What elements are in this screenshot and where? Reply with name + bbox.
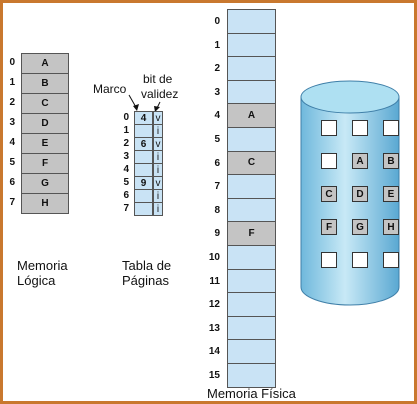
page-table-valid-bit: i (153, 189, 163, 203)
disk-block (383, 252, 399, 268)
disk-block: C (321, 186, 337, 202)
physical-frame (227, 292, 276, 317)
physical-frame (227, 9, 276, 34)
physical-index: 6 (214, 157, 220, 169)
disk-block (352, 120, 368, 136)
logical-index: 5 (9, 157, 15, 168)
page-table-index: 6 (123, 190, 129, 201)
disk-block: G (352, 219, 368, 235)
disk-block (383, 120, 399, 136)
physical-frame (227, 245, 276, 270)
physical-index: 14 (208, 346, 220, 358)
valid-bit-header-1: bit de (143, 72, 173, 86)
physical-frame (227, 315, 276, 341)
logical-memory-caption-1: Memoria (17, 258, 68, 273)
physical-frame: F (227, 221, 276, 246)
disk-block: H (383, 219, 399, 235)
page-table-valid-bit: i (153, 202, 163, 216)
physical-index: 1 (214, 39, 220, 51)
frame-arrowhead (133, 104, 139, 111)
logical-page: H (21, 193, 69, 214)
page-table-index: 3 (123, 151, 129, 162)
physical-index: 4 (214, 110, 220, 122)
logical-index: 4 (9, 137, 15, 148)
page-table-index: 0 (123, 112, 129, 123)
physical-index: 8 (214, 204, 220, 216)
disk-block (321, 120, 337, 136)
physical-index: 10 (208, 252, 220, 263)
physical-index: 2 (214, 63, 220, 75)
physical-frame (227, 32, 276, 58)
frame-header: Marco (93, 82, 127, 96)
physical-frame (227, 174, 276, 199)
physical-frame: A (227, 103, 276, 128)
logical-index: 6 (9, 177, 15, 188)
physical-index: 9 (214, 228, 220, 240)
page-table-valid-bit: v (153, 111, 163, 125)
disk-block: D (352, 186, 368, 202)
physical-index: 3 (214, 86, 220, 98)
physical-index: 12 (208, 299, 220, 311)
physical-index: 11 (209, 275, 220, 287)
logical-index: 1 (9, 77, 15, 88)
disk-block: B (383, 153, 399, 169)
page-table-index: 4 (123, 164, 129, 175)
valid-bit-header-2: validez (141, 87, 179, 101)
physical-frame (227, 127, 276, 152)
logical-index: 3 (9, 117, 15, 128)
page-table-valid-bit: v (153, 176, 163, 190)
page-table-valid-bit: i (153, 124, 163, 138)
page-table-caption-1: Tabla de (122, 258, 172, 273)
physical-index: 0 (214, 16, 220, 27)
valid-arrowhead (154, 106, 160, 112)
logical-index: 7 (9, 197, 15, 208)
page-table-frame (134, 150, 153, 164)
physical-index: 7 (214, 181, 220, 193)
page-table-index: 5 (123, 177, 129, 188)
physical-frame: C (227, 150, 276, 176)
physical-memory-caption: Memoria Física (207, 386, 296, 401)
page-table-caption-2: Páginas (122, 273, 169, 288)
physical-frame (227, 197, 276, 223)
disk-block (321, 153, 337, 169)
page-table-valid-bit: i (153, 150, 163, 164)
logical-page: A (21, 53, 69, 74)
physical-frame (227, 363, 276, 388)
physical-frame (227, 339, 276, 364)
page-table-frame (134, 189, 153, 203)
physical-index: 15 (208, 370, 220, 381)
page-table-frame (134, 163, 153, 177)
disk-block: F (321, 219, 337, 235)
page-table-frame: 6 (134, 137, 153, 151)
disk-block (321, 252, 337, 268)
page-table-index: 1 (123, 125, 129, 136)
header-arrows (128, 94, 161, 112)
disk-block: E (383, 186, 399, 202)
logical-index: 2 (9, 97, 15, 108)
disk-block: A (352, 153, 368, 169)
page-table-frame (134, 202, 153, 216)
logical-memory-caption-2: Lógica (17, 273, 56, 288)
page-table-valid-bit: v (153, 137, 163, 151)
page-table-index: 7 (123, 203, 129, 214)
page-table-valid-bit: i (153, 163, 163, 177)
physical-frame (227, 56, 276, 81)
disk-block (352, 252, 368, 268)
physical-index: 13 (208, 322, 220, 334)
page-table-frame (134, 124, 153, 138)
physical-frame (227, 268, 276, 294)
page-table-frame: 4 (134, 111, 153, 125)
physical-index: 5 (214, 134, 220, 145)
logical-index: 0 (9, 57, 15, 68)
page-table-frame: 9 (134, 176, 153, 190)
page-table-index: 2 (123, 138, 129, 149)
physical-frame (227, 79, 276, 105)
